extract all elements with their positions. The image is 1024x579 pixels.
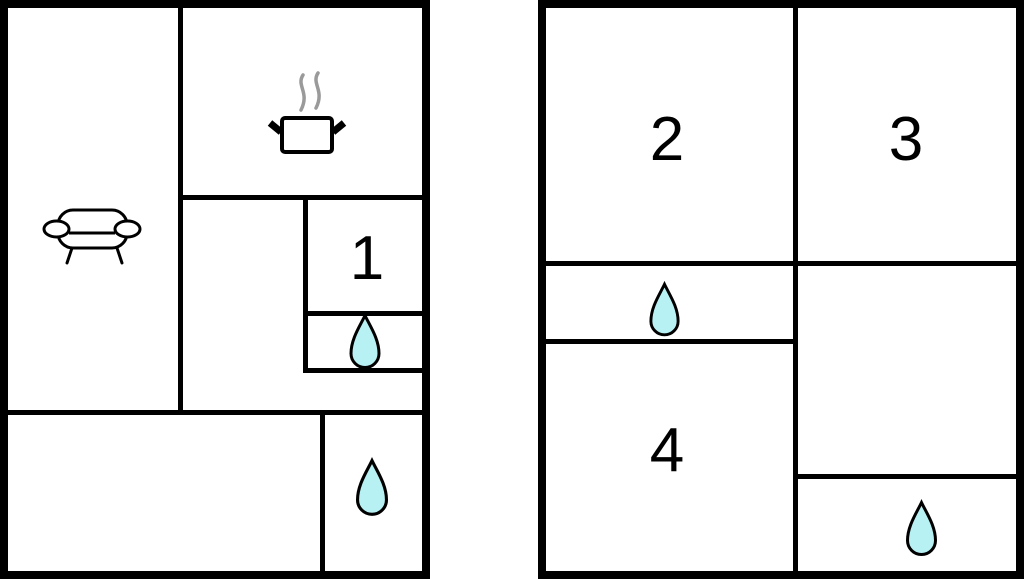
water-drop-icon [349, 312, 381, 369]
steam-line-right [314, 71, 321, 110]
room-label-4: 4 [649, 416, 685, 485]
pot-handle-right [330, 120, 347, 135]
interior-wall-center-vertical [793, 8, 798, 571]
pot-handle-left [267, 120, 284, 135]
sofa-leg-left [65, 246, 74, 265]
sofa-leg-right [115, 246, 124, 265]
sofa-icon [42, 208, 142, 265]
water-drop-icon [905, 499, 938, 556]
interior-wall-bath-mid-bottom [546, 339, 798, 344]
interior-wall-upper-rooms-bottom [546, 261, 1016, 266]
room-label-3: 3 [888, 105, 924, 174]
interior-wall-room1-left [303, 195, 308, 373]
cooking-pot-icon [267, 71, 347, 154]
floor-plan-right: 2 3 4 [538, 0, 1024, 579]
floor-plan-left: 1 [0, 0, 430, 579]
water-drop-shape [355, 456, 389, 516]
interior-wall-room1-bottom [303, 311, 422, 316]
sofa-armrest-right [113, 219, 142, 239]
water-drop-shape [349, 312, 381, 369]
interior-wall-bath-corner-top [793, 474, 1016, 479]
pot-body [280, 116, 334, 154]
water-drop-icon [649, 280, 680, 337]
interior-wall-kitchen-bottom [178, 195, 422, 200]
water-drop-shape [649, 280, 680, 337]
interior-wall-lower-bath-left [320, 410, 325, 571]
water-drop-shape [905, 499, 938, 556]
water-drop-icon [355, 456, 389, 516]
steam-line-left [299, 73, 306, 112]
interior-wall-lower-band [8, 410, 422, 415]
room-label-2: 2 [649, 105, 685, 174]
interior-wall-living-divider [178, 8, 183, 413]
room-label-1: 1 [349, 224, 385, 293]
sofa-armrest-left [42, 219, 71, 239]
interior-wall-bath-upper-bottom [303, 368, 422, 373]
